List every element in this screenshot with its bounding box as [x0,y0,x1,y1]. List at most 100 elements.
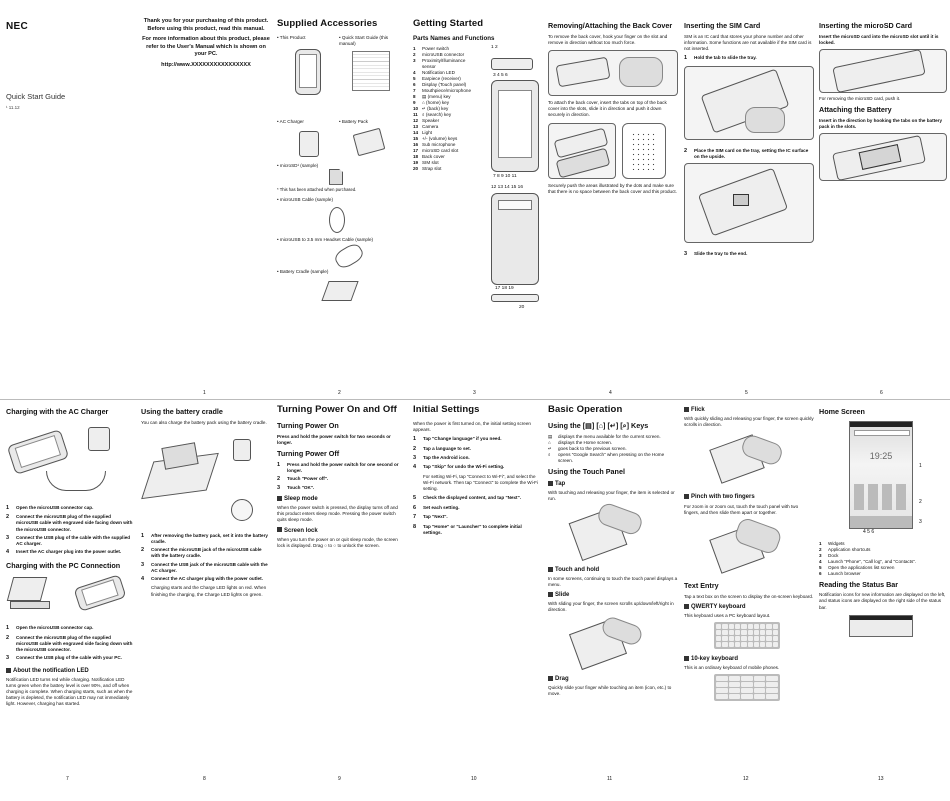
cradle-illustration [321,280,359,301]
step-text: Set each setting. [423,504,460,510]
step-item: 11 ⌕ (search) key [413,112,475,118]
page-number: 2 [338,390,341,396]
section-title: Basic Operation [548,404,623,415]
page-number: 10 [471,776,477,782]
step-text: ⌕ (search) key [422,111,452,117]
callout: 3 [919,518,922,525]
step-text: Tap a language to set. [423,445,471,451]
key-description: goes back to the previous screen. [558,445,627,451]
step-number: 1 [413,46,416,52]
step-text: Tap "Next". [423,514,448,520]
step-number: 2 [6,634,10,641]
step-number: 7 [413,87,416,93]
ac-charging-illustration [6,420,134,499]
pinch-title: Pinch with two fingers [691,494,755,501]
cover-panel: NEC Quick Start Guide ¹ 11.12 [6,20,134,390]
step-text: Press and hold the power switch for one … [287,461,399,473]
battery-title: Attaching the Battery [819,105,892,115]
url-link[interactable]: http://www.XXXXXXXXXXXXXXXX [161,61,251,68]
cradle-panel: Using the battery cradle You can also ch… [141,404,269,776]
text-entry-text: Tap a text box on the screen to display … [684,593,814,599]
step-number: 4 [141,576,145,583]
tap-illustration [568,500,648,562]
headset-cable-illustration [332,241,366,271]
step-number: 17 [413,147,419,153]
cable-illustration [329,206,345,233]
step-text: Connect the AC charger plug with the pow… [151,576,263,582]
accessory-this-product: • This Product [277,34,306,40]
key-icon: ↵ [548,445,552,451]
battery-illustration [819,133,947,182]
initial-intro: When the power is first turned on, the i… [413,420,531,432]
phone-illustration [295,48,321,95]
step-number: 2 [277,476,281,482]
page-number: 11 [607,776,613,782]
step-number: 2 [413,445,417,452]
back-cover-attach-text: To attach the back cover, insert the tab… [548,100,667,118]
accessory-ac-charger: • AC Charger [277,118,304,124]
step-text: ⌂ (home) key [422,99,450,105]
key-item: ↵ goes back to the previous screen. [548,446,678,452]
section-title: Inserting the microSD Card [819,21,913,30]
callout-bottom: 7 8 9 10 11 [493,174,517,179]
accessory-microsd: • microSD¹ (sample) [277,162,319,168]
battery-text: Insert in the direction by hooking the t… [819,118,943,130]
section-title: Removing/Attaching the Back Cover [548,21,673,30]
key-icon: ▤ [548,433,553,439]
step-number: 4 [413,70,416,76]
back-cover-push-text: Securely push the areas illustrated by t… [548,182,677,194]
phone-front-view [491,80,539,172]
phone-back-view [491,193,539,285]
initial-settings-panel: Initial Settings When the power is first… [413,404,541,776]
step-number: 1 [277,461,281,468]
step-text: Back cover [422,153,445,159]
getting-started-panel: Getting Started Parts Names and Function… [413,18,543,388]
home-screen-illustration: 19:25 1 2 3 4 5 6 [819,420,939,537]
sim-step-text: Hold the tab to slide the tray. [694,55,757,61]
section-title: Charging with the AC Charger [6,407,109,416]
step-text: SIM slot [422,159,439,165]
step-number: 3 [684,251,688,258]
step-number: 1 [413,436,417,443]
sd-card-illustration [329,168,343,185]
page-number: 13 [878,776,884,782]
step-number: 3 [819,552,822,558]
fold-line [0,399,950,400]
step-number: 2 [413,52,416,58]
step-text: Connect the USB jack of the microUSB cab… [151,561,268,573]
accessory-headset: • microUSB to 3.5 mm Headset Cable (samp… [277,236,374,242]
step-number: 11 [413,111,418,117]
hold-title: Touch and hold [555,566,600,573]
step-text: After removing the battery pack, set it … [151,532,268,545]
step-number: 8 [413,93,416,99]
status-bar-illustration [849,614,913,637]
hold-text: In some screens, continuing to touch the… [548,575,678,587]
page-number: 12 [743,776,749,782]
section-title: Initial Settings [413,404,480,415]
microsd-intro: Insert the microSD card into the microSD… [819,33,939,45]
step-number: 2 [6,514,10,521]
step-item: 5 Earpiece (receiver) [413,76,475,82]
step-text: Proximity/Illuminance sensor [422,58,466,70]
dots-illustration [622,122,666,179]
step-text: Widgets [828,540,845,546]
manual-illustration [352,50,390,91]
step-number: 5 [413,76,416,82]
step-text: Speaker [422,117,440,123]
step-text: Earpiece (receiver) [422,76,461,82]
microsd-panel: Inserting the microSD Card Insert the mi… [819,18,947,388]
tap-text: With touching and releasing your finger,… [548,490,675,502]
power-panel: Turning Power On and Off Turning Power O… [277,404,405,776]
step-text: Touch "Power off". [287,476,329,481]
